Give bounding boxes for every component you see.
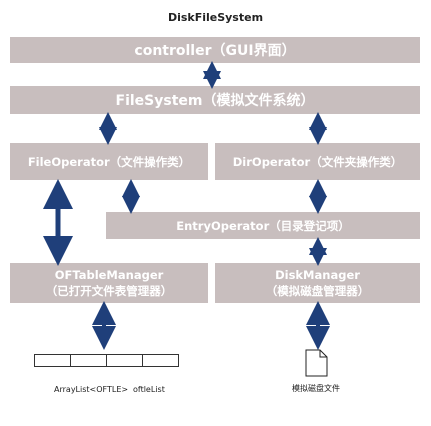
array-cell xyxy=(70,354,107,367)
fileoperator-label: FileOperator（文件操作类） xyxy=(27,154,191,169)
oftablemanager-name: OFTableManager xyxy=(54,268,164,282)
filesystem-label: FileSystem（模拟文件系统） xyxy=(115,93,315,109)
diskmanager-box: DiskManager （模拟磁盘管理器） xyxy=(215,263,420,303)
disk-file-icon xyxy=(305,349,328,377)
oftablemanager-desc: （已打开文件表管理器） xyxy=(45,284,173,298)
entryoperator-label: EntryOperator（目录登记项） xyxy=(176,218,350,233)
array-type-label: ArrayList<OFTLE> xyxy=(54,385,129,394)
array-cell xyxy=(106,354,143,367)
controller-box: controller（GUI界面） xyxy=(10,37,420,63)
filesystem-box: FileSystem（模拟文件系统） xyxy=(10,86,420,114)
fileoperator-box: FileOperator（文件操作类） xyxy=(10,143,208,180)
oftle-array xyxy=(34,354,179,367)
diagram-title: DiskFileSystem xyxy=(167,11,264,24)
disk-file-label: 模拟磁盘文件 xyxy=(292,384,340,393)
array-cell xyxy=(142,354,179,367)
diroperator-box: DirOperator（文件夹操作类） xyxy=(215,143,420,180)
array-var-label: oftleList xyxy=(133,385,165,394)
diroperator-label: DirOperator（文件夹操作类） xyxy=(232,154,403,169)
array-cell xyxy=(34,354,71,367)
diskmanager-desc: （模拟磁盘管理器） xyxy=(265,284,370,298)
diskmanager-name: DiskManager xyxy=(275,268,360,282)
entryoperator-box: EntryOperator（目录登记项） xyxy=(106,212,420,239)
controller-label: controller（GUI界面） xyxy=(134,43,296,59)
oftablemanager-box: OFTableManager （已打开文件表管理器） xyxy=(10,263,208,303)
